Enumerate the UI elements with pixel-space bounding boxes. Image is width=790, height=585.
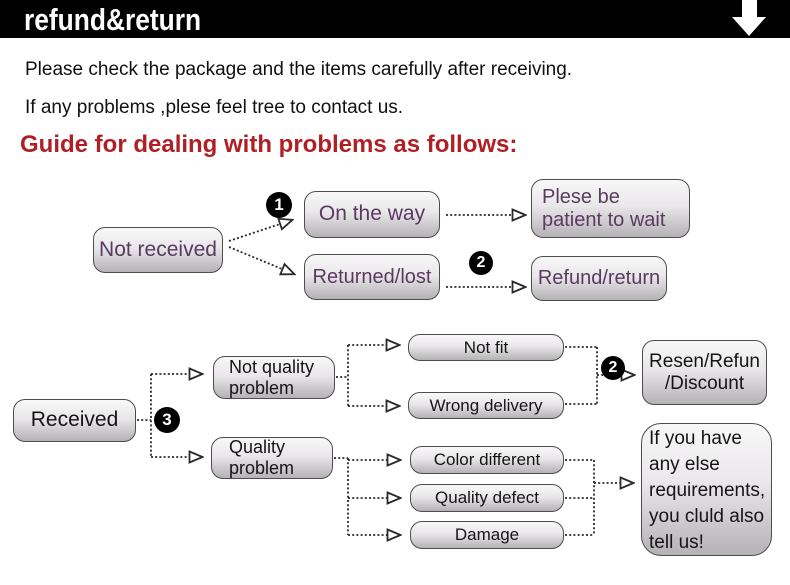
node-other-requirements-note: If you have any else requirements, you c… bbox=[641, 423, 772, 556]
node-color-different: Color different bbox=[410, 446, 564, 474]
banner-title: refund&return bbox=[24, 2, 202, 37]
badge-step-2-resolution: 2 bbox=[601, 356, 625, 380]
guide-heading: Guide for dealing with problems as follo… bbox=[20, 131, 518, 158]
node-resend-refund-discount: Resen/Refun /Discount bbox=[642, 340, 767, 405]
node-not-fit: Not fit bbox=[408, 334, 564, 361]
badge-step-2: 2 bbox=[469, 251, 493, 275]
node-returned-lost: Returned/lost bbox=[304, 254, 440, 300]
node-quality-problem: Quality problem bbox=[211, 437, 333, 479]
node-received: Received bbox=[13, 399, 136, 442]
intro-line-1: Please check the package and the items c… bbox=[25, 59, 573, 80]
node-wrong-delivery: Wrong delivery bbox=[408, 392, 564, 419]
badge-step-1: 1 bbox=[266, 192, 292, 218]
node-damage: Damage bbox=[410, 521, 564, 549]
node-on-the-way: On the way bbox=[304, 191, 440, 238]
node-not-quality-problem: Not quality problem bbox=[213, 356, 335, 399]
badge-step-3: 3 bbox=[154, 407, 180, 433]
node-not-received: Not received bbox=[93, 227, 223, 273]
node-quality-defect: Quality defect bbox=[410, 484, 564, 512]
down-arrow-stem bbox=[742, 0, 757, 17]
down-arrow-head bbox=[732, 17, 766, 36]
node-please-wait: Plese be patient to wait bbox=[531, 179, 690, 238]
title-banner: refund&return bbox=[0, 0, 790, 38]
intro-line-2: If any problems ,plese feel tree to cont… bbox=[25, 97, 404, 118]
node-refund-return: Refund/return bbox=[531, 256, 667, 301]
